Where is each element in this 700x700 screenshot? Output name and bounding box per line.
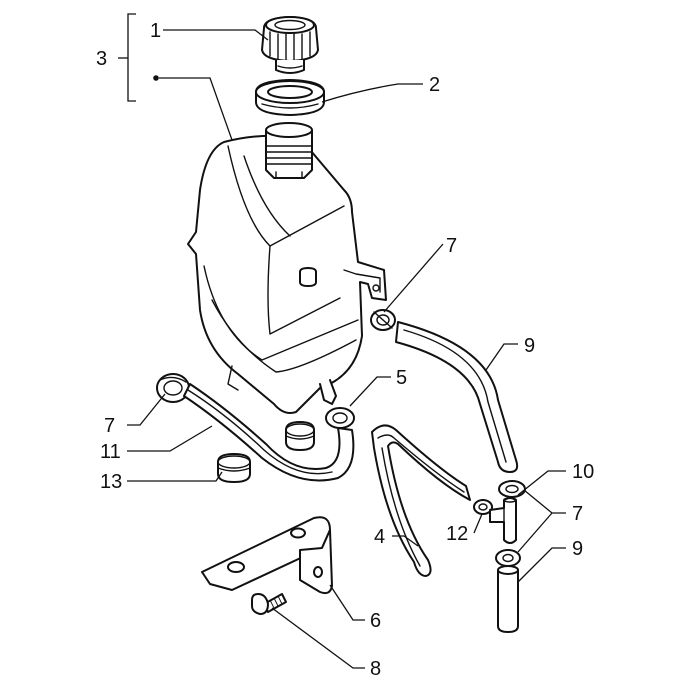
- group-bracket-3: [118, 13, 136, 102]
- filler-cap: [261, 16, 319, 74]
- callout-9-lower: 9: [572, 538, 583, 560]
- callout-numbers: 1 2 3 7 9 5 7 11 13 10 4 12 7 9 6 8: [96, 20, 594, 680]
- t-connector-10: [489, 497, 517, 544]
- callout-4: 4: [374, 526, 385, 548]
- callout-9-upper: 9: [524, 335, 535, 357]
- callout-8: 8: [370, 658, 381, 680]
- screw-8: [251, 593, 287, 615]
- hose-9-lower: [497, 565, 519, 633]
- hose-clamp-upper: [370, 309, 396, 331]
- callout-5: 5: [396, 367, 407, 389]
- hose-11: [183, 383, 355, 482]
- hose-9-upper: [395, 321, 519, 473]
- callout-7-right: 7: [572, 503, 583, 525]
- leader-lines: [127, 29, 566, 669]
- grommet-upper: [285, 421, 315, 451]
- bracket-6: [201, 516, 333, 595]
- callout-7-left: 7: [104, 415, 115, 437]
- hose-clamp-right-lower: [495, 549, 521, 567]
- sealing-ring: [255, 79, 325, 116]
- callout-1: 1: [150, 20, 161, 42]
- hose-clamp-right-upper: [498, 480, 526, 498]
- callout-10: 10: [572, 461, 594, 483]
- callout-11: 11: [100, 441, 121, 463]
- callout-3: 3: [96, 48, 107, 70]
- callout-12: 12: [446, 523, 468, 545]
- grommet-13: [217, 453, 251, 483]
- callout-7-top: 7: [446, 235, 457, 257]
- hose-4: [371, 424, 471, 577]
- callout-6: 6: [370, 610, 381, 632]
- clip-12: [473, 499, 493, 515]
- expansion-tank: [187, 122, 387, 414]
- callout-13: 13: [100, 471, 122, 493]
- hose-clamp-5: [325, 407, 355, 429]
- callout-2: 2: [429, 74, 440, 96]
